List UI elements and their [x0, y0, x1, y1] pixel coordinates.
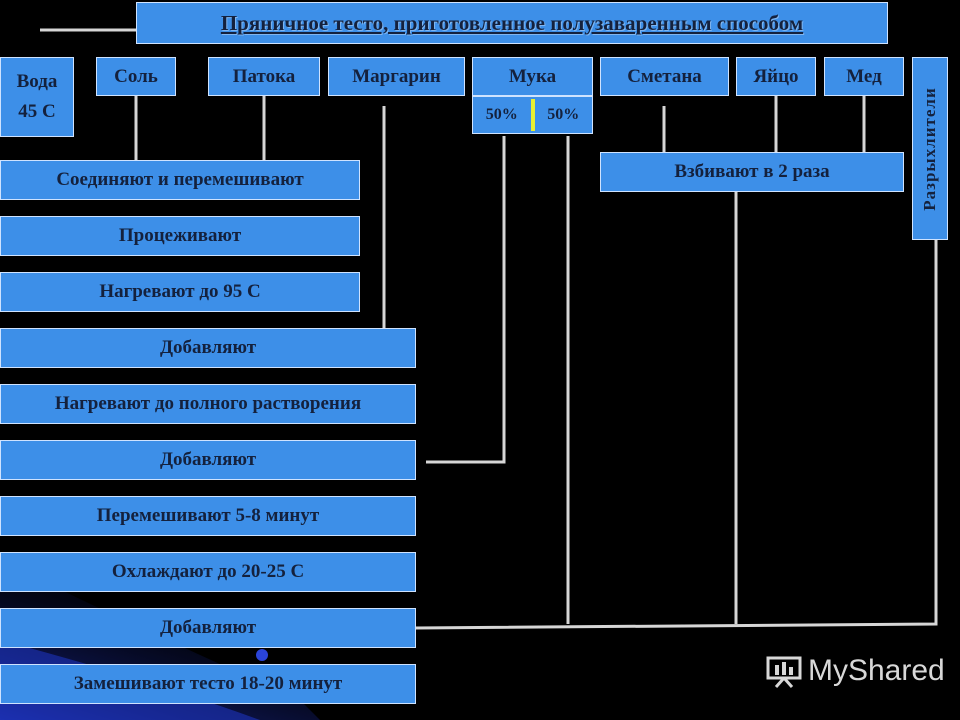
ingredient-salt: Соль — [96, 57, 176, 96]
step-add-3: Добавляют — [0, 608, 416, 648]
ingredient-leavening-label: Разрыхлители — [920, 86, 939, 211]
step-strain: Процеживают — [0, 216, 360, 256]
step-combine: Соединяют и перемешивают — [0, 160, 360, 200]
beat-step: Взбивают в 2 раза — [600, 152, 904, 192]
presentation-icon — [766, 656, 802, 688]
ingredient-water-label: Вода — [16, 71, 58, 92]
ingredient-water-temp: 45 С — [18, 101, 56, 122]
step-knead: Замешивают тесто 18-20 минут — [0, 664, 416, 704]
step-mix: Перемешивают 5-8 минут — [0, 496, 416, 536]
ingredient-water: Вода 45 С — [0, 57, 74, 137]
ingredient-leavening: Разрыхлители — [912, 57, 948, 240]
watermark-logo: MyShared — [766, 654, 945, 688]
step-add-2: Добавляют — [0, 440, 416, 480]
flour-part-b: 50% — [547, 106, 580, 123]
step-add-1: Добавляют — [0, 328, 416, 368]
ingredient-treacle: Патока — [208, 57, 320, 96]
flour-divider — [530, 99, 535, 131]
watermark-text: MyShared — [808, 654, 945, 687]
ingredient-flour: Мука — [472, 57, 593, 96]
flour-part-a: 50% — [485, 106, 518, 123]
flour-split: 50% 50% — [472, 96, 593, 134]
ingredient-sour-cream: Сметана — [600, 57, 729, 96]
step-heat-dissolve: Нагревают до полного растворения — [0, 384, 416, 424]
ingredient-honey: Мед — [824, 57, 904, 96]
ingredient-margarine: Маргарин — [328, 57, 465, 96]
step-cool: Охлаждают до 20-25 С — [0, 552, 416, 592]
step-heat-95: Нагревают до 95 С — [0, 272, 360, 312]
connector-lines — [40, 28, 938, 630]
diagram-title: Пряничное тесто, приготовленное полузава… — [136, 2, 888, 44]
ingredient-egg: Яйцо — [736, 57, 816, 96]
